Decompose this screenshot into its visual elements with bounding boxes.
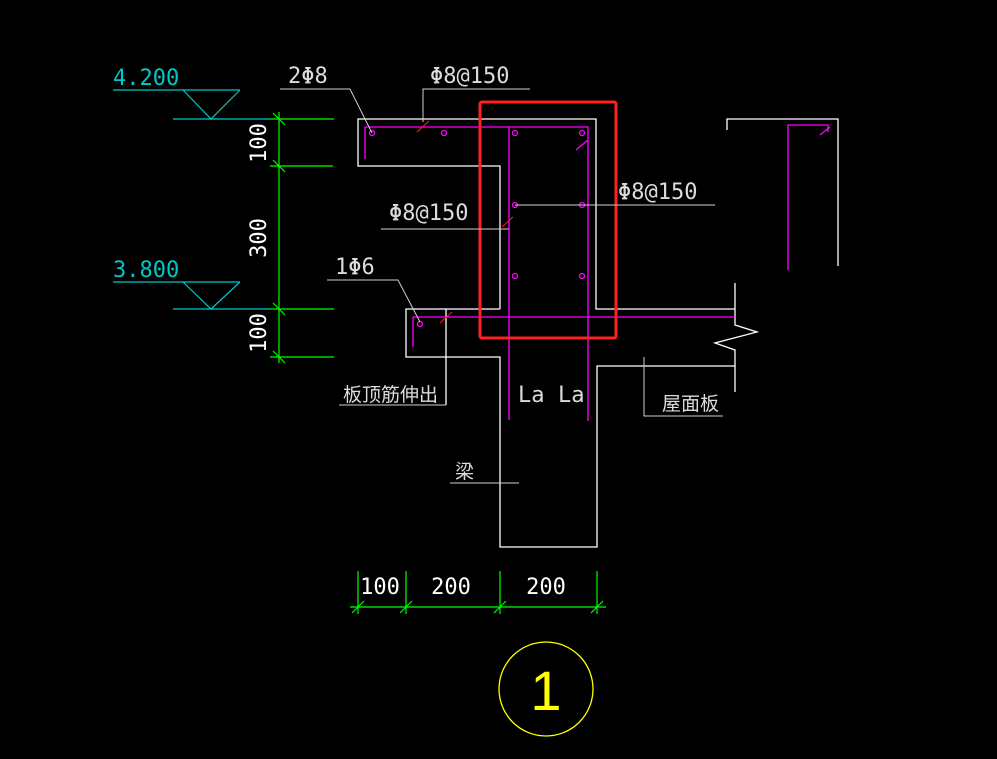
vertical-dimension: 100 300 100 [247, 112, 334, 364]
detail-number-marker: 1 [498, 641, 594, 737]
elevation-marker-top: 4.200 [113, 66, 270, 120]
detail-number: 1 [530, 659, 561, 722]
dim-label: 200 [526, 575, 566, 600]
elevation-marker-bottom: 3.800 [113, 258, 270, 310]
dim-label: 100 [247, 123, 272, 163]
highlight-box [478, 100, 618, 340]
label-stirrup-mid: Φ8@150 [389, 201, 468, 226]
label-anchor-left: La [518, 383, 545, 408]
dim-label: 100 [360, 575, 400, 600]
label-beam: 梁 [455, 461, 474, 483]
annotations: 2Φ8 Φ8@150 Φ8@150 Φ8@150 1Φ6 板顶筋伸出 La La… [280, 64, 723, 484]
label-stirrup-right: Φ8@150 [618, 180, 697, 205]
concrete-outline [357, 118, 839, 548]
label-roof-slab: 屋面板 [662, 393, 719, 415]
rebar [364, 120, 831, 421]
dim-label: 100 [247, 313, 272, 353]
label-stirrup-top: Φ8@150 [430, 64, 509, 89]
horizontal-dimension: 100 200 200 [350, 571, 606, 614]
label-top-bars: 2Φ8 [288, 64, 328, 89]
label-anchor-right: La [558, 383, 585, 408]
elevation-label: 4.200 [113, 66, 179, 91]
dim-label: 200 [431, 575, 471, 600]
label-slab-top-bar: 板顶筋伸出 [343, 384, 438, 406]
dim-label: 300 [247, 218, 272, 258]
label-lower-bar: 1Φ6 [335, 255, 375, 280]
elevation-label: 3.800 [113, 258, 179, 283]
